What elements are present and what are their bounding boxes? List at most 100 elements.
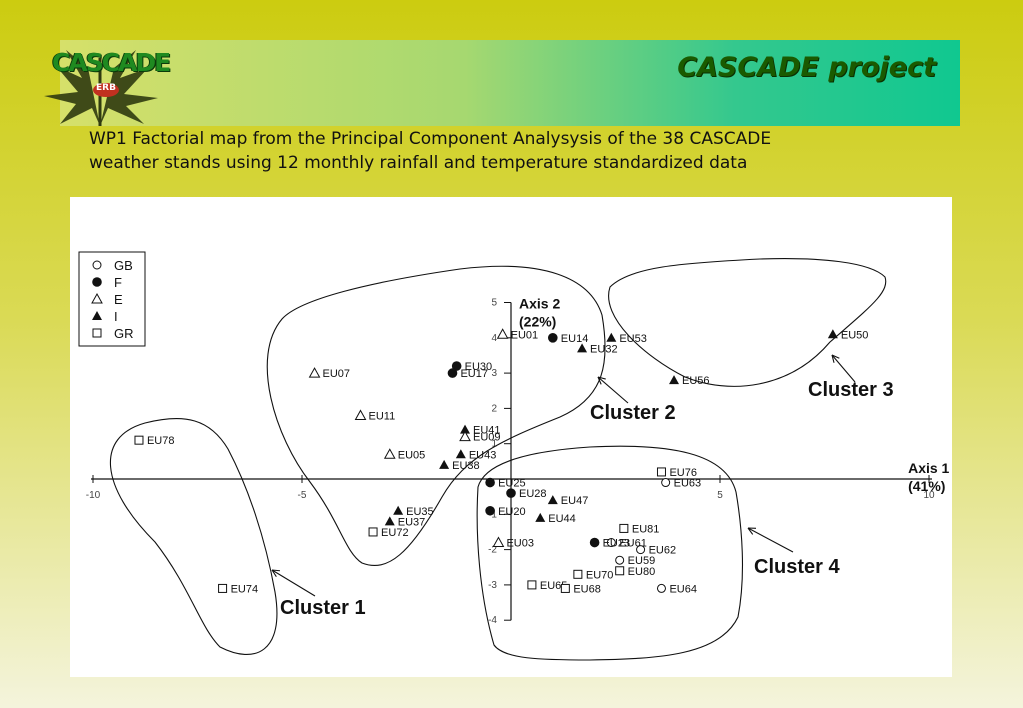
- data-label-eu63: EU63: [674, 478, 702, 490]
- data-label-eu41: EU41: [473, 425, 501, 437]
- data-point-eu76: [656, 467, 666, 477]
- data-label-eu25: EU25: [498, 478, 526, 490]
- data-label-eu07: EU07: [323, 368, 351, 380]
- x-axis-label-percent: (41%): [908, 478, 945, 494]
- page-title: CASCADE project: [677, 52, 936, 83]
- header-banner: CASCADE project: [60, 40, 960, 126]
- data-point-eu68: [560, 583, 570, 593]
- data-label-eu11: EU11: [369, 410, 396, 422]
- cluster-arrow-4: [747, 527, 794, 553]
- data-label-eu38: EU38: [452, 460, 480, 472]
- data-point-eu07: [308, 367, 321, 378]
- data-point-eu50: [827, 329, 838, 339]
- y-tick-label: 4: [491, 333, 497, 344]
- legend-marker-i: [92, 311, 102, 320]
- cascade-logo: CASCADE ERB: [36, 38, 171, 133]
- x-tick-label: 5: [717, 490, 723, 501]
- figure-caption: WP1 Factorial map from the Principal Com…: [89, 127, 969, 175]
- data-label-eu14: EU14: [561, 333, 589, 345]
- cluster-label-2: Cluster 2: [590, 402, 676, 424]
- legend-label-f: F: [114, 275, 122, 290]
- data-label-eu05: EU05: [398, 449, 426, 461]
- data-point-eu63: [661, 478, 671, 488]
- data-point-eu05: [383, 448, 396, 459]
- data-point-eu38: [439, 459, 450, 469]
- cluster-arrow-2: [597, 376, 629, 404]
- y-axis-label-percent: (22%): [519, 314, 556, 330]
- data-point-eu01: [496, 328, 509, 339]
- data-point-eu61: [606, 538, 616, 548]
- data-point-eu17: [447, 368, 458, 378]
- data-label-eu56: EU56: [682, 375, 710, 387]
- legend-marker-gr: [92, 328, 102, 338]
- data-label-eu80: EU80: [628, 566, 656, 578]
- data-label-eu23: EU23: [603, 538, 631, 550]
- data-point-eu47: [547, 495, 558, 505]
- data-point-eu64: [656, 583, 666, 593]
- legend-marker-gb: [92, 260, 102, 270]
- data-label-eu32: EU32: [590, 343, 618, 355]
- data-label-eu28: EU28: [519, 488, 547, 500]
- data-point-eu37: [384, 516, 395, 526]
- cluster-arrowhead-4: [747, 527, 757, 535]
- cluster-outline-1: [110, 418, 278, 655]
- data-point-eu56: [669, 375, 680, 385]
- data-label-eu68: EU68: [573, 583, 601, 595]
- legend-label-e: E: [114, 292, 123, 307]
- data-point-eu23: [589, 537, 600, 548]
- x-tick-label: -5: [298, 490, 307, 501]
- cluster-label-1: Cluster 1: [280, 597, 366, 619]
- data-label-eu44: EU44: [548, 513, 576, 525]
- data-label-eu03: EU03: [506, 538, 534, 550]
- caption-line-2: weather stands using 12 monthly rainfall…: [89, 153, 748, 173]
- data-point-eu28: [506, 488, 516, 498]
- data-label-eu65: EU65: [540, 580, 568, 592]
- logo-subtext: ERB: [96, 83, 116, 93]
- data-point-eu81: [619, 523, 629, 533]
- data-point-eu70: [573, 569, 583, 579]
- data-label-eu30: EU30: [465, 361, 493, 373]
- data-point-eu32: [577, 343, 588, 353]
- data-label-eu53: EU53: [619, 333, 647, 345]
- data-point-eu43: [455, 449, 466, 459]
- data-label-eu76: EU76: [669, 467, 697, 479]
- logo-badge: [93, 83, 119, 97]
- data-point-eu78: [134, 435, 144, 445]
- cluster-arrowhead-2: [597, 376, 606, 385]
- data-label-eu50: EU50: [841, 329, 869, 341]
- cluster-label-4: Cluster 4: [754, 556, 840, 578]
- data-point-eu72: [368, 527, 378, 537]
- cluster-arrow-3: [831, 354, 856, 383]
- data-label-eu78: EU78: [147, 435, 175, 447]
- data-label-eu01: EU01: [511, 329, 539, 341]
- data-label-eu37: EU37: [398, 516, 426, 528]
- data-label-eu43: EU43: [469, 449, 497, 461]
- y-tick-label: 1: [491, 439, 497, 450]
- data-label-eu47: EU47: [561, 495, 589, 507]
- data-label-eu62: EU62: [649, 545, 677, 557]
- y-tick-label: 3: [491, 368, 497, 379]
- y-tick-label: -1: [488, 509, 497, 520]
- leaf-icon: [44, 50, 158, 126]
- data-point-eu59: [615, 555, 625, 565]
- data-point-eu80: [615, 566, 625, 576]
- data-point-eu35: [393, 505, 404, 515]
- cluster-arrow-1: [271, 569, 316, 597]
- data-point-eu44: [535, 512, 546, 522]
- data-point-eu30: [451, 361, 462, 371]
- cluster-outline-3: [608, 258, 887, 387]
- data-point-eu03: [492, 536, 505, 548]
- legend-marker-f: [92, 277, 102, 287]
- x-tick-label: 10: [923, 490, 935, 501]
- data-point-eu14: [548, 333, 558, 343]
- data-label-eu35: EU35: [406, 506, 434, 518]
- x-axis-label: Axis 1: [908, 460, 949, 476]
- x-tick-label: -10: [86, 490, 101, 501]
- cluster-outline-2: [266, 265, 606, 567]
- y-tick-label: -2: [488, 545, 497, 556]
